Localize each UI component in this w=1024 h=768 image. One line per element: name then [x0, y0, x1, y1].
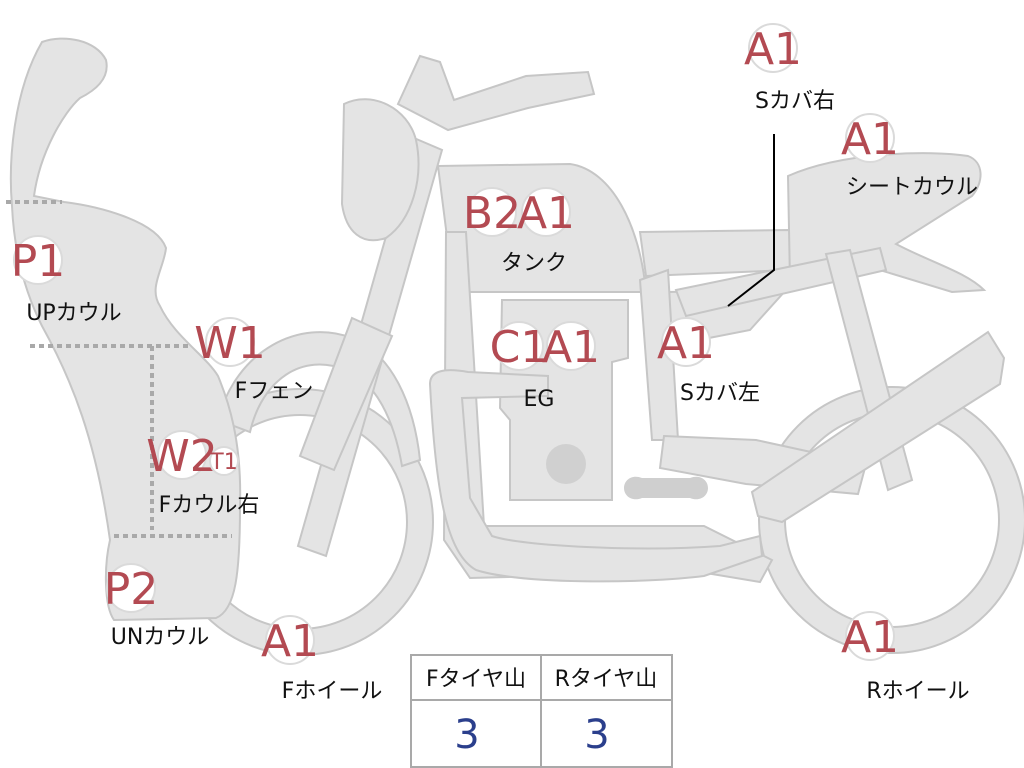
table-header-rear-tread: Rタイヤ山	[555, 667, 658, 692]
grade-code: P1	[11, 236, 66, 287]
grade-code: A1	[841, 114, 899, 165]
grade-code: B2	[463, 188, 521, 239]
part-label: タンク	[501, 251, 567, 276]
front-tread-value: 3	[454, 712, 479, 758]
grade-badge-small-circle	[209, 446, 239, 476]
exhaust-shape	[428, 369, 764, 583]
rear-tread-value: 3	[584, 712, 609, 758]
fairing-section-lines	[6, 200, 232, 538]
grade-badge-circle	[748, 23, 798, 73]
part-label: Fフェン	[235, 379, 314, 404]
grade-code: A1	[517, 188, 575, 239]
footpeg-shape	[624, 476, 708, 500]
part-label: Fカウル右	[159, 493, 260, 518]
handlebar-shape	[396, 54, 596, 132]
s-cover-leader-line	[727, 134, 775, 307]
grade-badge-circle	[494, 321, 544, 371]
grade-badge-circle	[521, 187, 571, 237]
grade-badge-circle	[661, 317, 711, 367]
grade-code: C1	[490, 322, 549, 373]
grade-badge-circle	[157, 430, 207, 480]
grade-code-small: T1	[209, 450, 237, 475]
grade-badge-circle	[546, 321, 596, 371]
part-label: UPカウル	[26, 301, 121, 326]
part-label: Fホイール	[282, 679, 383, 704]
grade-code: W2	[146, 431, 218, 482]
grade-code: P2	[104, 564, 159, 615]
seat-shape	[638, 228, 791, 278]
grade-badge-circle	[13, 235, 63, 285]
grade-code: A1	[542, 322, 600, 373]
grade-badge-circle	[467, 187, 517, 237]
headlight-shape	[340, 98, 420, 242]
marker-seat-cowl: A1 シートカウル	[841, 113, 978, 200]
grade-code: A1	[841, 612, 899, 663]
part-label: Sカバ右	[755, 89, 835, 114]
part-label: EG	[524, 387, 555, 412]
tire-tread-table: Fタイヤ山 Rタイヤ山 3 3	[410, 654, 673, 768]
damage-markers: A1Sカバ右A1シートカウルB2A1タンクP1UPカウルW1FフェンC1A1EG…	[11, 23, 978, 704]
grade-badge-circle	[205, 317, 255, 367]
grade-code: A1	[657, 318, 715, 369]
grade-code: A1	[744, 24, 802, 75]
grade-badge-circle	[845, 113, 895, 163]
grade-code: A1	[261, 616, 319, 667]
part-label: シートカウル	[846, 175, 978, 200]
grade-badge-circle	[265, 615, 315, 665]
grade-code: W1	[194, 318, 266, 369]
grade-badge-circle	[106, 563, 156, 613]
part-label: Rホイール	[866, 679, 969, 704]
grade-badge-circle	[845, 611, 895, 661]
part-label: Sカバ左	[680, 381, 760, 406]
table-header-front-tread: Fタイヤ山	[426, 667, 526, 692]
part-label: UNカウル	[111, 625, 210, 650]
